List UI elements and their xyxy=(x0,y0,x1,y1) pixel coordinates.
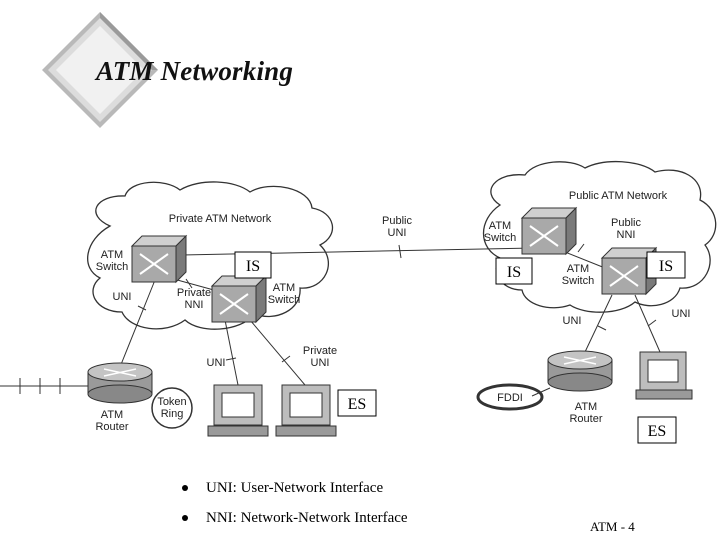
is-box-2 xyxy=(495,257,533,285)
slide-number: ATM - 4 xyxy=(590,519,635,534)
atm-switch-public-1 xyxy=(520,206,578,256)
token-ring-label-2: Ring xyxy=(161,408,184,420)
es-box-1-label: ES xyxy=(348,396,367,413)
bullet-uni-text: UNI: User-Network Interface xyxy=(206,480,384,496)
atm-switch-private-2 xyxy=(210,274,268,324)
bullet-dot-icon xyxy=(182,484,188,491)
public-nni-label-2: NNI xyxy=(617,229,636,241)
is-box-3-label: IS xyxy=(659,258,673,275)
atm-switch-label-2a: ATM xyxy=(273,282,295,294)
atm-router-label-1b: Router xyxy=(95,421,128,433)
private-atm-network-label: Private ATM Network xyxy=(169,213,272,225)
es-box-1 xyxy=(337,389,377,417)
token-ring-icon xyxy=(151,387,193,429)
fddi-ring-icon xyxy=(476,383,544,411)
atm-switch-public-2 xyxy=(600,246,658,296)
token-ring-label-1: Token xyxy=(157,396,186,408)
bullet-nni: NNI: Network-Network Interface xyxy=(182,510,408,527)
atm-switch-private-1 xyxy=(130,234,188,284)
public-uni-label-2: UNI xyxy=(388,227,407,239)
fddi-label: FDDI xyxy=(497,392,523,404)
es-box-2-label: ES xyxy=(648,423,667,440)
atm-router-label-2b: Router xyxy=(569,413,602,425)
bullet-uni: UNI: User-Network Interface xyxy=(182,480,383,497)
atm-switch-label-4b: Switch xyxy=(562,275,594,287)
atm-router-label-1a: ATM xyxy=(101,409,123,421)
is-box-3 xyxy=(646,251,686,279)
es-box-2 xyxy=(637,416,677,444)
workstation-3 xyxy=(635,351,693,400)
private-nni-label-1: Private xyxy=(177,287,211,299)
workstation-2 xyxy=(275,384,337,437)
atm-switch-label-4a: ATM xyxy=(567,263,589,275)
private-atm-network-cloud xyxy=(87,181,334,330)
uni-label-3: UNI xyxy=(563,315,582,327)
slide-title: ATM Networking xyxy=(96,56,294,86)
is-box-1 xyxy=(234,251,272,279)
uni-label-4: UNI xyxy=(672,308,691,320)
is-box-1-label: IS xyxy=(246,258,260,275)
corner-diamond-decoration xyxy=(42,12,158,128)
atm-switch-label-2b: Switch xyxy=(268,294,300,306)
public-atm-network-cloud xyxy=(483,160,717,313)
private-uni-label-1: Private xyxy=(303,345,337,357)
private-uni-label-2: UNI xyxy=(311,357,330,369)
is-box-2-label: IS xyxy=(507,264,521,281)
atm-switch-label-3a: ATM xyxy=(489,220,511,232)
atm-router-left xyxy=(87,362,153,404)
public-atm-network-label: Public ATM Network xyxy=(569,190,668,202)
uni-label-2: UNI xyxy=(207,357,226,369)
atm-switch-label-3b: Switch xyxy=(484,232,516,244)
public-nni-label-1: Public xyxy=(611,217,641,229)
bullet-dot-icon xyxy=(182,514,188,521)
atm-switch-label-1b: Switch xyxy=(96,261,128,273)
uni-label-1: UNI xyxy=(113,291,132,303)
bullet-nni-text: NNI: Network-Network Interface xyxy=(206,510,408,526)
atm-router-right xyxy=(547,350,613,392)
private-nni-label-2: NNI xyxy=(185,299,204,311)
atm-switch-label-1a: ATM xyxy=(101,249,123,261)
atm-router-label-2a: ATM xyxy=(575,401,597,413)
public-uni-label-1: Public xyxy=(382,215,412,227)
workstation-1 xyxy=(207,384,269,437)
